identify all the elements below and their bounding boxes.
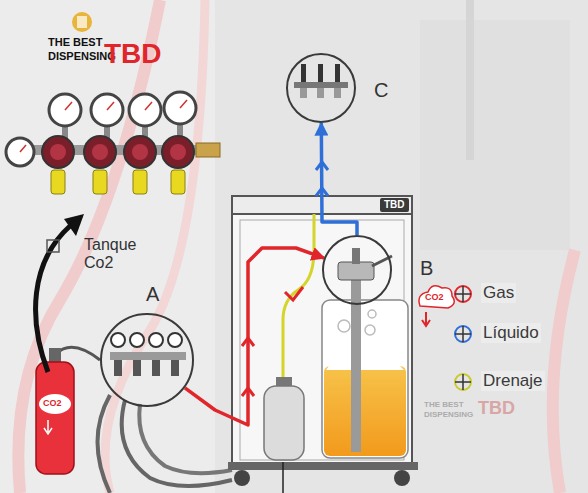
- legend-symbol: [453, 324, 473, 344]
- callout-letter: C: [374, 79, 388, 102]
- callout-letter: B: [420, 257, 433, 280]
- label-text: CO2: [425, 292, 444, 302]
- label-text: Tanque Co2: [84, 236, 146, 273]
- label-text: DISPENSING: [424, 410, 473, 419]
- label-text: CO2: [43, 398, 62, 408]
- label-text: THE BEST: [48, 36, 102, 49]
- label-text: TBD: [104, 38, 162, 70]
- legend-text: Drenaje: [481, 371, 545, 391]
- legend-symbol: [453, 372, 473, 392]
- callout-circle: B: [322, 235, 392, 305]
- legend-text: Gas: [481, 283, 516, 303]
- label-text: TBD: [478, 398, 515, 419]
- legend-symbol: [453, 284, 473, 304]
- flow-line: [321, 123, 357, 235]
- label-text: TBD: [380, 198, 409, 212]
- flow-line: [185, 248, 324, 425]
- callout-circle: A: [100, 313, 194, 407]
- legend-text: Líquido: [481, 323, 541, 343]
- label-text: THE BEST: [424, 400, 464, 409]
- callout-circle: C: [286, 53, 356, 123]
- callout-letter: A: [146, 283, 159, 306]
